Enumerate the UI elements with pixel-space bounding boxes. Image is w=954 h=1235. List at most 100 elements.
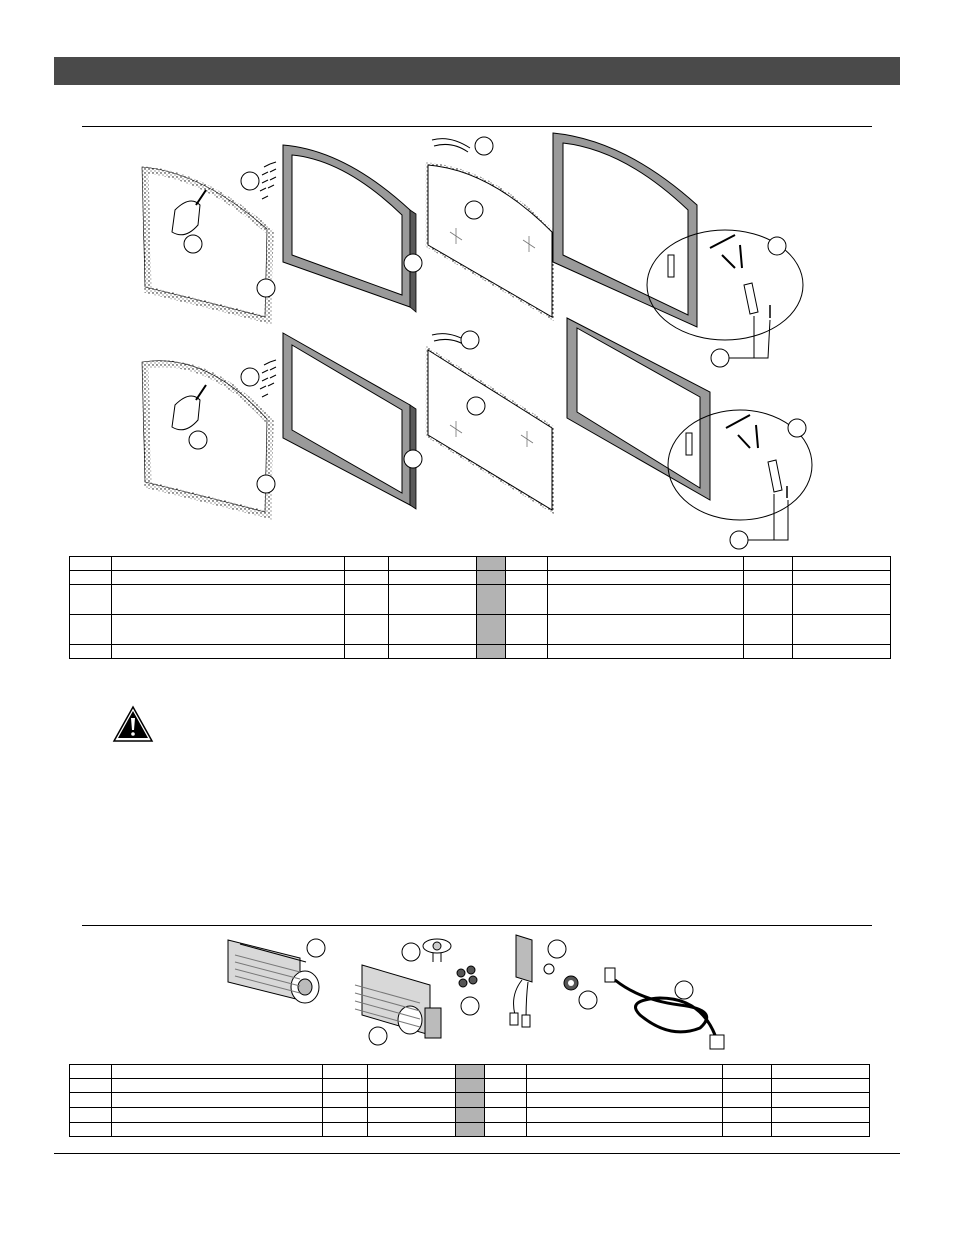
warning-triangle-icon [112,705,154,742]
table-cell [484,1064,527,1079]
table-cell [526,1122,723,1137]
callout-circle [466,396,486,416]
table-separator-cell [455,1107,485,1123]
table-cell [484,1122,527,1137]
glue-bottle-icon [171,384,207,431]
table-cell [505,556,548,571]
table-cell [484,1092,527,1108]
parts-table-bottom [69,1064,870,1137]
table-cell [792,556,891,571]
table-cell [547,556,744,571]
table-cell [111,1064,323,1079]
table-cell [743,556,793,571]
table-cell [505,644,548,659]
callout-circle [767,236,787,256]
table-cell [526,1064,723,1079]
section-rule-top [82,126,872,127]
table-cell [792,584,891,615]
table-cell [69,556,112,571]
table-cell [722,1078,772,1093]
table-cell [111,1078,323,1093]
handle-detail-callout [646,229,804,341]
table-cell [771,1107,870,1123]
table-cell [111,1107,323,1123]
table-cell [547,644,744,659]
speed-control-icon [509,934,579,1028]
table-cell [792,570,891,585]
gasket-rectangular [141,360,274,520]
table-separator-cell [476,570,506,585]
thermodisc-icon [422,938,452,962]
table-cell [484,1078,527,1093]
table-cell [505,584,548,615]
table-cell [722,1064,772,1079]
callout-circle [729,530,749,550]
power-cord-icon [604,967,725,1050]
callout-circle [578,990,598,1010]
footer-rule [54,1153,900,1154]
table-cell [388,570,477,585]
table-cell [322,1092,368,1108]
table-cell [69,1122,112,1137]
table-cell [367,1064,456,1079]
blower-assembly-icon [354,964,442,1039]
table-cell [344,644,389,659]
table-cell [111,1092,323,1108]
assembled-arched-door [552,132,698,328]
arched-door-frame [282,144,417,313]
table-cell [322,1107,368,1123]
callout-circle [368,1026,388,1046]
table-cell [743,644,793,659]
grommets-icon [456,965,478,988]
table-row [69,644,891,659]
table-cell [367,1078,456,1093]
table-cell [111,644,345,659]
table-row [69,570,891,585]
table-cell [344,614,389,645]
table-cell [743,614,793,645]
callout-circle [547,939,567,959]
callout-circle [401,942,421,962]
table-cell [547,614,744,645]
glass-panel-arched [425,138,555,322]
table-cell [526,1092,723,1108]
table-row [69,614,891,645]
table-cell [722,1122,772,1137]
section-rule-bottom [82,925,872,926]
parts-table-top [69,556,891,659]
assembled-rectangular-door [566,317,711,501]
table-cell [722,1107,772,1123]
table-cell [771,1092,870,1108]
callout-circle [188,430,208,450]
callout-circle [240,171,260,191]
callout-circle [460,330,480,350]
table-cell [322,1122,368,1137]
callout-circle [710,348,730,368]
callout-circle [183,234,203,254]
table-cell [69,614,112,645]
table-cell [344,570,389,585]
table-cell [69,1064,112,1079]
table-row [69,556,891,571]
callout-circle [674,980,694,1000]
screws-icon [259,161,277,200]
table-cell [743,570,793,585]
table-cell [792,644,891,659]
blower-parts-diagram [227,934,725,1050]
callout-circle [240,367,260,387]
table-cell [505,570,548,585]
callout-circle [403,253,423,273]
table-cell [322,1064,368,1079]
table-cell [344,556,389,571]
table-cell [69,1107,112,1123]
table-cell [792,614,891,645]
table-cell [69,644,112,659]
table-cell [547,570,744,585]
table-cell [322,1078,368,1093]
gasket-arched [141,166,274,325]
table-cell [111,584,345,615]
table-separator-cell [455,1092,485,1108]
glue-bottle-icon [171,189,207,236]
table-cell [388,556,477,571]
table-cell [367,1107,456,1123]
